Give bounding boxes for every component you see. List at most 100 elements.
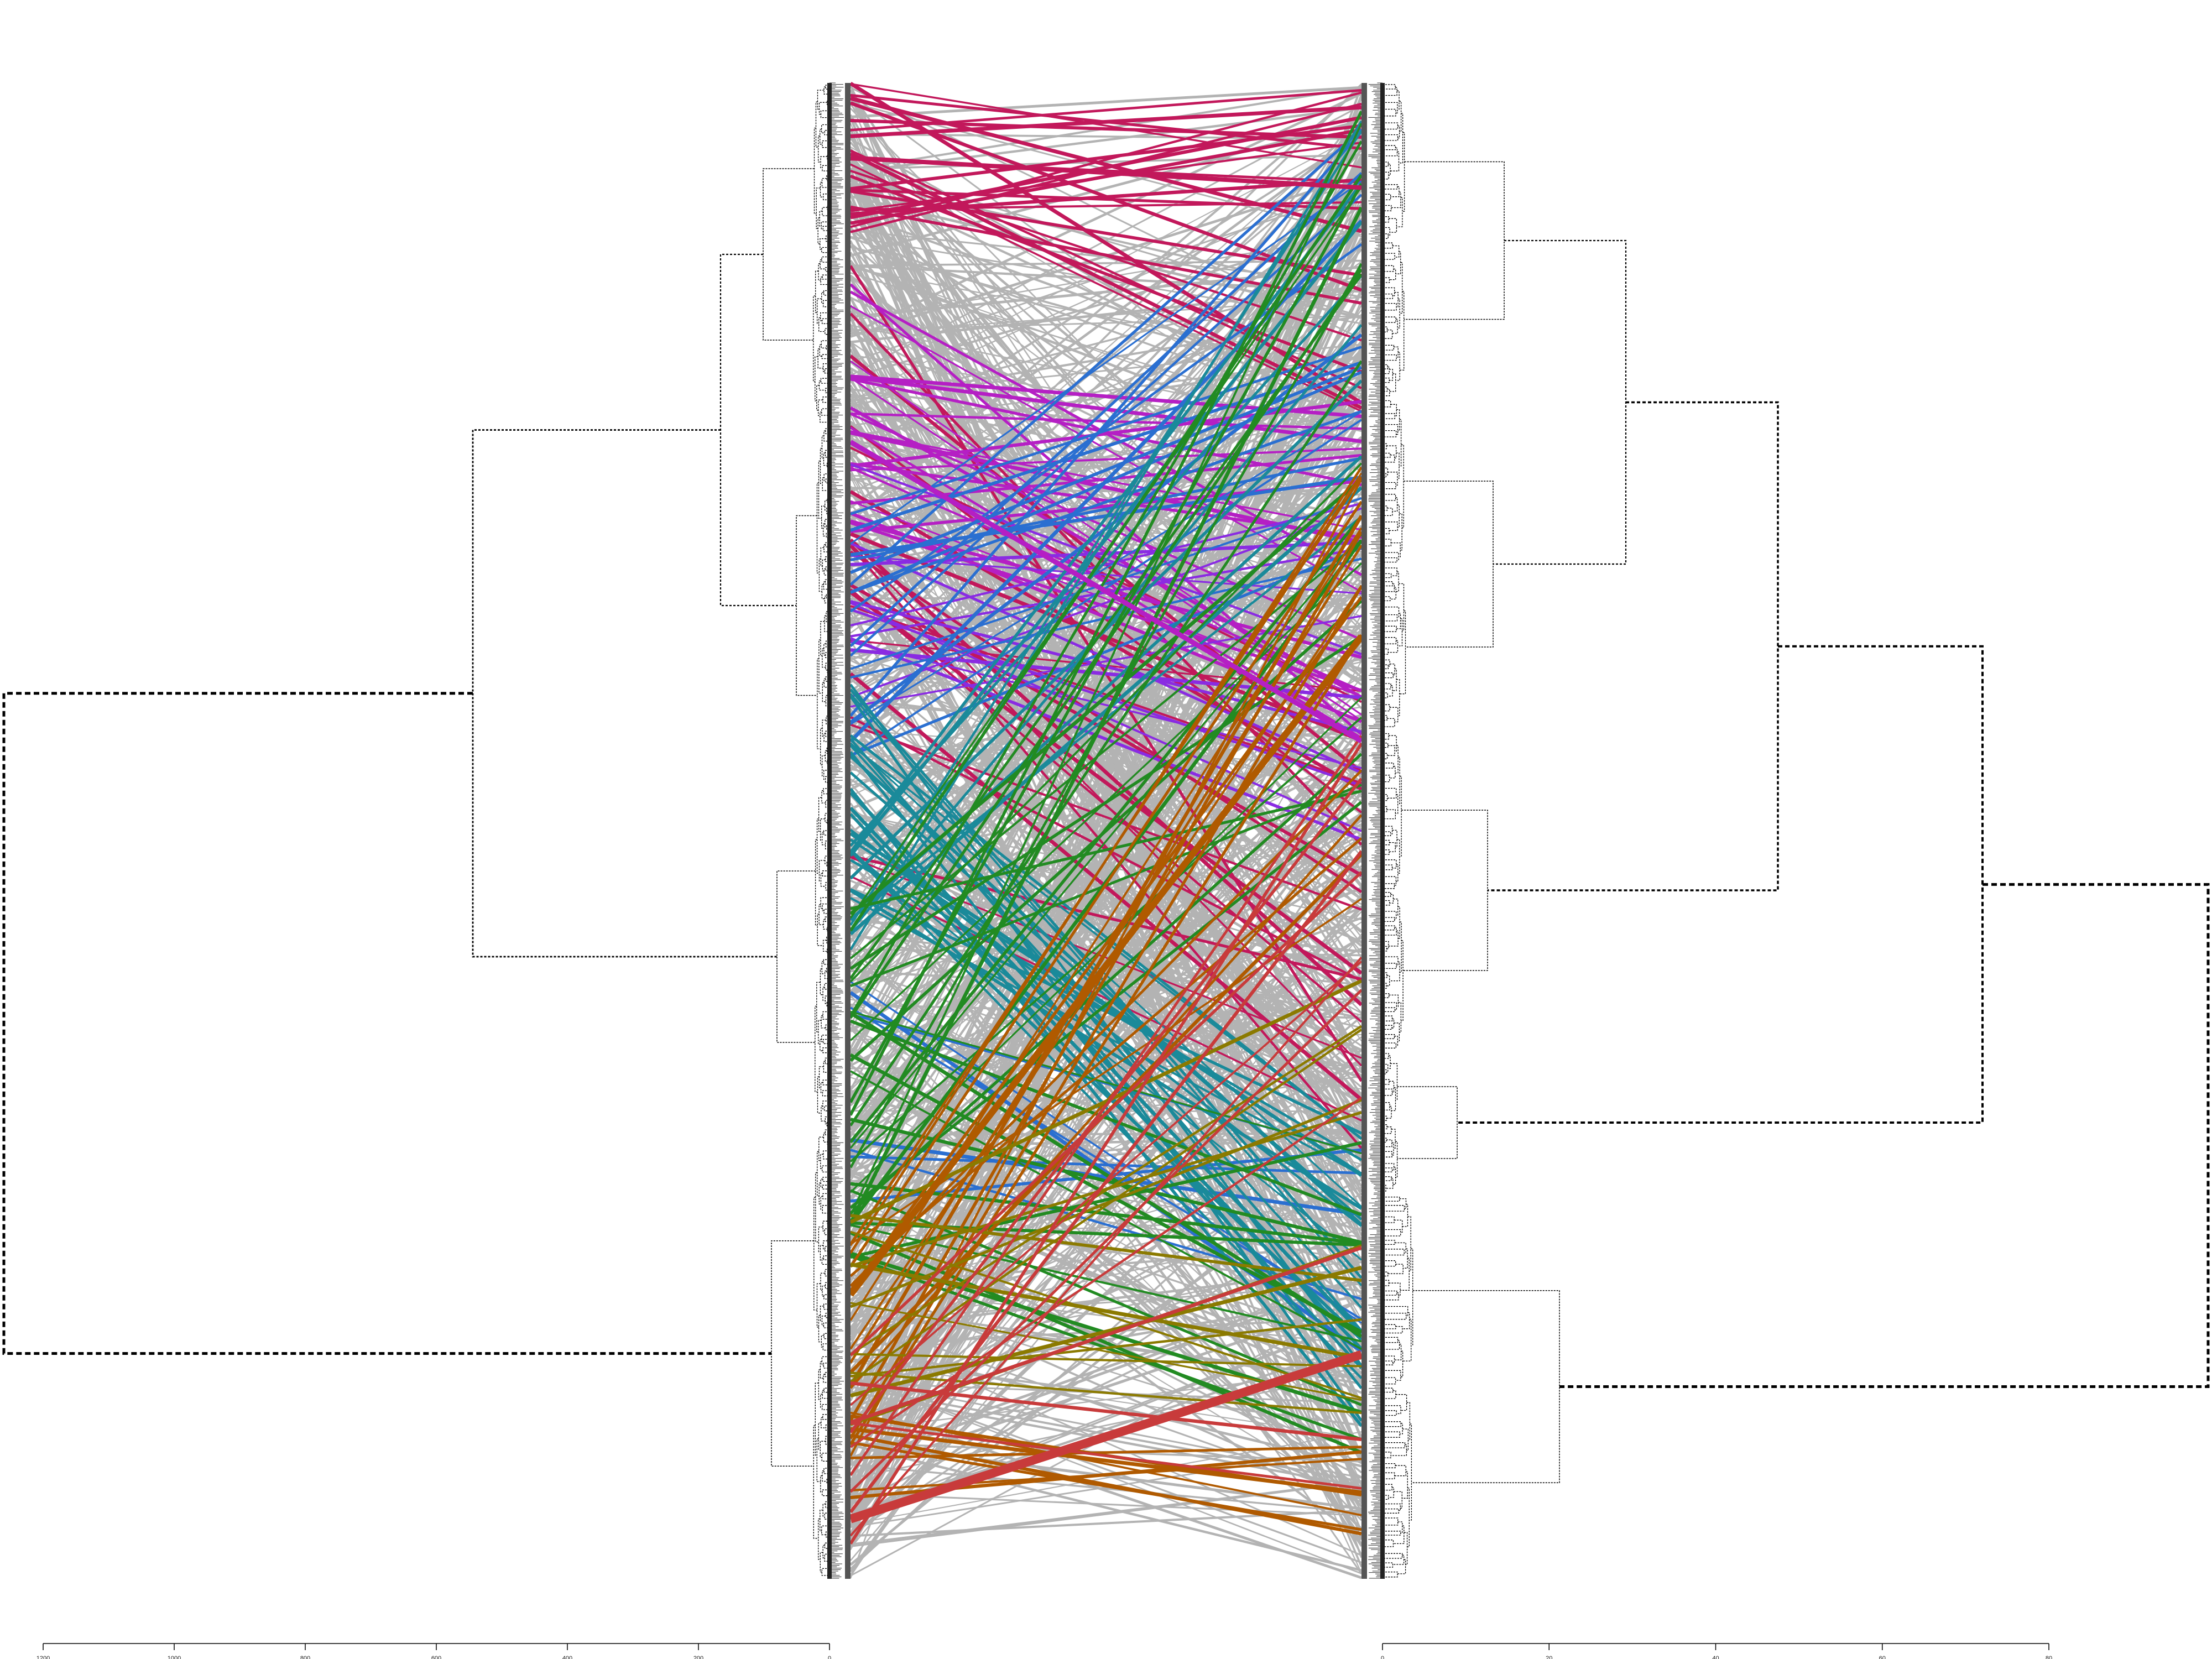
dendrogram-branch xyxy=(1488,401,1779,891)
connector-line xyxy=(850,119,1362,257)
dendrogram-branch xyxy=(820,1154,823,1169)
dendrogram-branch xyxy=(1383,194,1391,200)
connector-line xyxy=(849,1019,1363,1217)
connector-line xyxy=(850,86,1362,118)
leaf-bar xyxy=(845,83,851,1579)
dendrogram-branch xyxy=(1383,1205,1405,1212)
connector-line xyxy=(850,502,1362,627)
dendrogram-branch xyxy=(1383,1271,1389,1277)
dendrogram-branch xyxy=(1383,859,1397,869)
dendrogram-branch xyxy=(1399,776,1402,857)
dendrogram-branch xyxy=(1389,268,1396,280)
connector-line xyxy=(849,837,1363,1277)
dendrogram-branch xyxy=(822,1414,830,1420)
dendrogram-branch xyxy=(825,813,830,823)
dendrogram-branch xyxy=(813,295,816,382)
left-axis-tick-label: 1200 xyxy=(36,1655,50,1659)
dendrogram-branch xyxy=(818,263,821,281)
connector-line xyxy=(850,507,1362,698)
dendrogram-branch xyxy=(1383,443,1387,450)
dendrogram-branch xyxy=(1399,583,1405,631)
dendrogram-branch xyxy=(1383,683,1391,690)
connector-line xyxy=(849,577,1363,1283)
dendrogram-branch xyxy=(818,1066,824,1088)
dendrogram-branch xyxy=(823,1294,830,1300)
connector-line xyxy=(850,284,1362,1042)
dendrogram-branch xyxy=(1404,1532,1408,1565)
connector-line xyxy=(849,534,1363,1149)
dendrogram-branch xyxy=(823,678,830,688)
connector-line xyxy=(850,1230,1362,1400)
dendrogram-branch xyxy=(1383,1452,1391,1458)
dendrogram-branch xyxy=(1383,1312,1407,1320)
dendrogram-branch xyxy=(1383,1025,1392,1030)
dendrogram-branch xyxy=(1383,876,1397,886)
dendrogram-branch xyxy=(816,482,820,573)
dendrogram-branch xyxy=(1383,1229,1401,1237)
dendrogram-branch xyxy=(823,959,830,965)
left-axis-tick-label: 600 xyxy=(431,1655,441,1659)
dendrogram-branch xyxy=(815,356,818,401)
dendrogram-branch xyxy=(823,1150,830,1160)
dendrogram-branch xyxy=(1383,1531,1401,1536)
connector-line xyxy=(849,182,1363,853)
dendrogram-branch xyxy=(1383,941,1389,950)
dendrogram-branch xyxy=(820,897,830,909)
dendrogram-branch xyxy=(1383,1151,1392,1157)
connector-line xyxy=(850,1155,1362,1175)
dendrogram-branch xyxy=(820,129,822,145)
dendrogram-branch xyxy=(825,519,830,528)
connector-line xyxy=(849,539,1363,959)
dendrogram-branch xyxy=(1383,775,1390,782)
dendrogram-branch xyxy=(1389,894,1394,904)
dendrogram-branch xyxy=(821,178,830,188)
dendrogram-branch xyxy=(1383,1196,1400,1202)
dendrogram-branch xyxy=(1386,445,1397,458)
dendrogram-branch xyxy=(1383,787,1397,799)
dendrogram-branch xyxy=(816,1283,821,1328)
dendrogram-branch xyxy=(1389,735,1397,752)
dendrogram-branch xyxy=(822,1285,826,1297)
dendrogram-branch xyxy=(821,1525,830,1536)
connector-line xyxy=(849,588,1363,1023)
connector-line xyxy=(849,263,1363,1168)
dendrogram-branch xyxy=(822,648,826,668)
dendrogram-branch xyxy=(1383,366,1390,374)
dendrogram-branch xyxy=(1389,961,1400,982)
dendrogram-branch xyxy=(1383,1292,1399,1301)
dendrogram-branch xyxy=(821,1568,830,1576)
dendrogram-branch xyxy=(1383,956,1399,966)
connector-line xyxy=(849,684,1363,1366)
dendrogram-branch xyxy=(1383,1355,1395,1364)
leaf-column xyxy=(827,83,832,1579)
dendrogram-branch xyxy=(1383,1034,1395,1039)
dendrogram-branch xyxy=(1386,1105,1392,1119)
connector-line xyxy=(850,1464,1362,1514)
dendrogram-branch xyxy=(820,1552,823,1573)
dendrogram-branch xyxy=(820,447,823,484)
dendrogram-branch xyxy=(1387,1055,1391,1069)
connector-line xyxy=(849,956,1363,1537)
dendrogram-branch xyxy=(1383,528,1390,534)
dendrogram-branch xyxy=(1383,672,1394,679)
connector-line xyxy=(850,155,1362,190)
dendrogram-branch xyxy=(816,187,821,229)
dendrogram-branch xyxy=(1383,287,1395,296)
dendrogram-branch xyxy=(818,1020,822,1045)
dendrogram-branch xyxy=(818,1227,823,1253)
dendrogram-branch xyxy=(1391,1087,1396,1112)
dendrogram-branch xyxy=(1397,126,1400,139)
dendrogram-branch xyxy=(822,1011,830,1020)
dendrogram-branch xyxy=(1383,1015,1393,1021)
dendrogram-branch xyxy=(1383,108,1396,117)
dendrogram-branch xyxy=(1383,606,1400,618)
dendrogram-branch xyxy=(1383,227,1390,237)
dendrogram-branch xyxy=(1397,1559,1406,1574)
dendrogram-branch xyxy=(1409,1423,1412,1521)
dendrogram-branch xyxy=(817,348,823,369)
dendrogram-branch xyxy=(1383,1495,1389,1500)
dendrogram-branch xyxy=(821,124,830,133)
connector-line xyxy=(849,735,1363,1477)
dendrogram-branch xyxy=(821,1035,830,1042)
dendrogram-branch xyxy=(823,290,830,296)
